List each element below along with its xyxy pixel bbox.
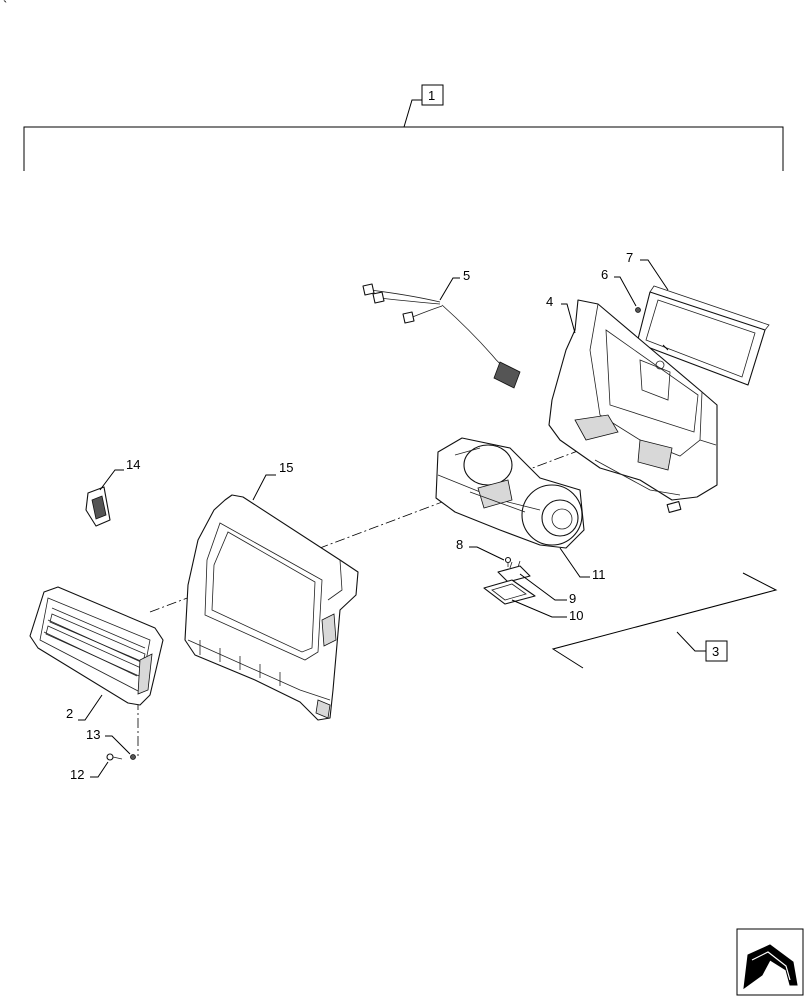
resistor-9[interactable] [497, 560, 531, 583]
filter-frame[interactable] [636, 285, 770, 386]
back-arrow-icon[interactable] [736, 928, 804, 996]
corner-mark: ` [3, 0, 7, 13]
subassembly-bracket: 3 [551, 572, 778, 669]
assembly-bracket: 1 [23, 84, 784, 171]
screw-6[interactable] [635, 307, 641, 313]
callout-10[interactable]: 10 [569, 608, 583, 623]
screw-8[interactable] [504, 556, 512, 568]
blower-shroud[interactable] [184, 494, 359, 721]
callout-5[interactable]: 5 [463, 268, 470, 283]
callout-7[interactable]: 7 [626, 250, 633, 265]
wiring-harness[interactable] [362, 283, 521, 389]
clip-nut-13[interactable] [130, 754, 136, 760]
blower-motor[interactable] [435, 437, 585, 549]
callout-6[interactable]: 6 [601, 267, 608, 282]
callout-13[interactable]: 13 [86, 727, 100, 742]
blower-housing[interactable] [548, 299, 718, 513]
callout-1[interactable]: 1 [428, 88, 435, 103]
clip-14[interactable] [85, 486, 111, 527]
callout-15[interactable]: 15 [279, 460, 293, 475]
callout-3[interactable]: 3 [712, 644, 719, 659]
screw-12[interactable] [106, 753, 123, 761]
callout-9[interactable]: 9 [569, 591, 576, 606]
callout-2[interactable]: 2 [66, 706, 73, 721]
callout-8[interactable]: 8 [456, 537, 463, 552]
callout-4[interactable]: 4 [546, 294, 553, 309]
resistor-plate-10[interactable] [483, 579, 536, 605]
callout-12[interactable]: 12 [70, 767, 84, 782]
air-grille[interactable] [29, 586, 164, 706]
callout-14[interactable]: 14 [126, 457, 140, 472]
callout-11[interactable]: 11 [592, 567, 606, 582]
